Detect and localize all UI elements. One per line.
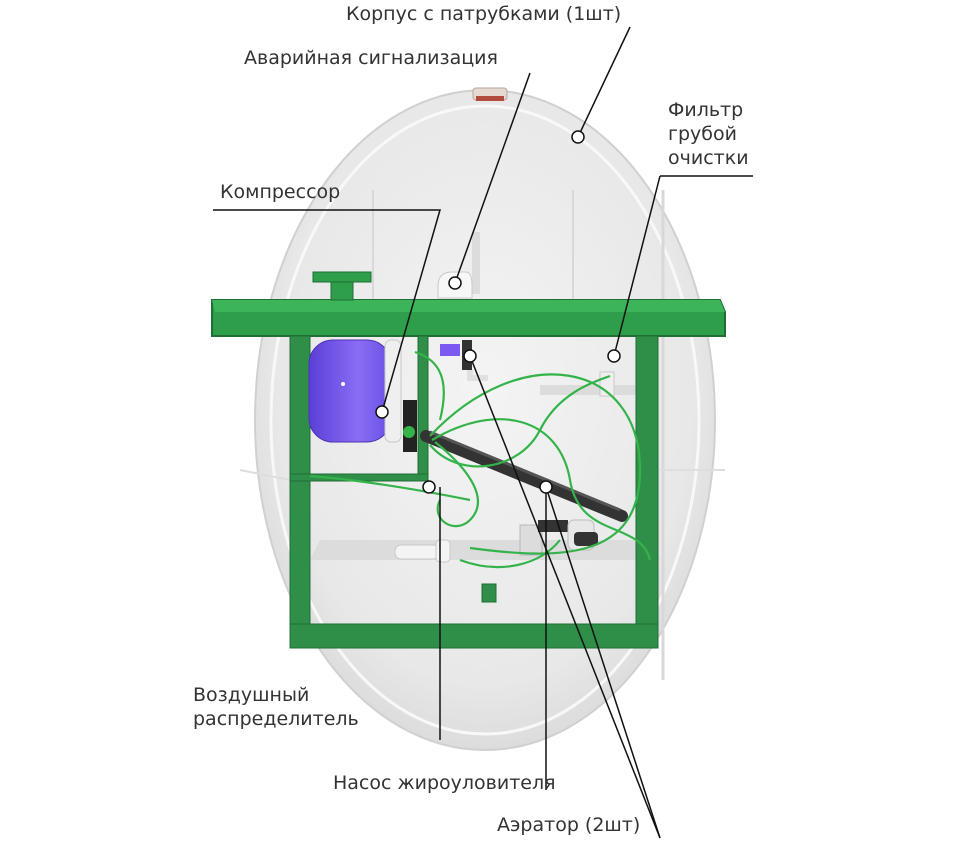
label-filter-1: Фильтр — [668, 98, 743, 122]
alarm-post — [472, 232, 480, 294]
label-pump: Насос жироуловителя — [333, 771, 556, 795]
label-air-distributor-2: распределитель — [193, 707, 359, 731]
pipe-elbow-left-2 — [436, 540, 450, 562]
pipe-elbow-left — [395, 545, 439, 559]
air-distributor-block — [403, 400, 417, 452]
aerator-fitting-4 — [574, 532, 598, 546]
neck-cap-band — [476, 96, 504, 101]
frame-leg-right — [636, 336, 658, 648]
label-air-distributor-1: Воздушный — [193, 683, 309, 707]
air-distributor-valve — [403, 426, 415, 438]
valve-top — [440, 344, 460, 356]
frame-leg-left — [290, 336, 310, 648]
frame-base — [290, 624, 658, 648]
label-filter-3: очистки — [668, 146, 749, 170]
label-alarm: Аварийная сигнализация — [244, 46, 498, 70]
base-vent — [482, 584, 496, 602]
frame-top-plate-face — [212, 300, 725, 312]
label-filter-2: грубой — [668, 122, 737, 146]
label-housing: Корпус с патрубками (1шт) — [346, 2, 621, 26]
compressor-body — [309, 340, 391, 442]
label-aerator: Аэратор (2шт) — [497, 813, 640, 837]
top-fitting-neck — [331, 282, 353, 300]
compressor-dot — [341, 382, 345, 386]
top-fitting-cap — [313, 272, 371, 282]
aerator-fitting-2 — [538, 520, 568, 532]
label-compressor: Компрессор — [220, 180, 340, 204]
